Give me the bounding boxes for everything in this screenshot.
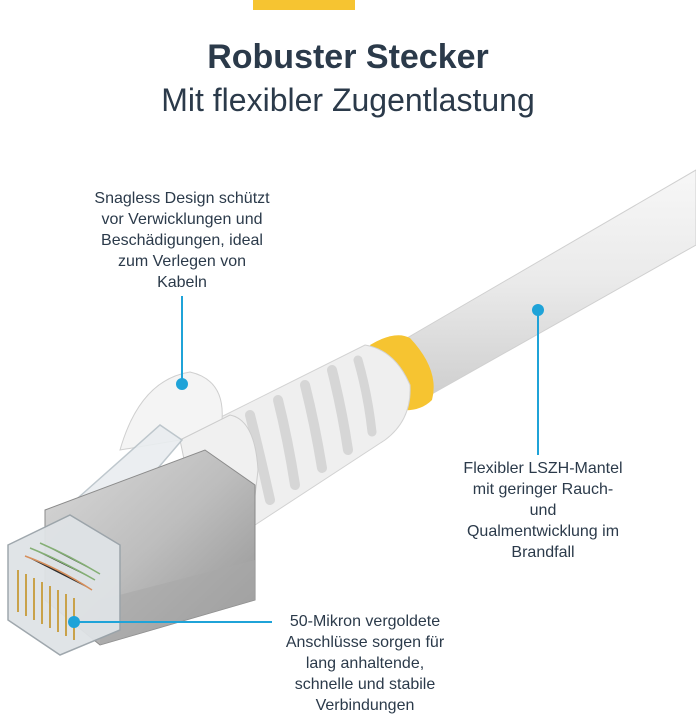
page-title: Robuster Stecker [207, 38, 489, 76]
callout-line: Snagless Design schützt [94, 190, 270, 207]
callout-line: 50-Mikron vergoldete [289, 613, 441, 630]
callout-line: Verbindungen [315, 697, 415, 714]
cable-jacket [394, 169, 696, 396]
callout-line: zum Verlegen von [117, 253, 247, 270]
callout-line: vor Verwicklungen und [101, 211, 263, 228]
callout-line: schnelle und stabile [294, 676, 436, 693]
callout-line: Qualmentwicklung im [466, 523, 620, 540]
callout-contacts-pointer [68, 616, 272, 628]
callout-line: lang anhaltende, [305, 655, 425, 672]
callout-snagless-text: Snagless Design schützt vor Verwicklunge… [72, 188, 292, 293]
callout-line: Flexibler LSZH-Mantel [463, 460, 623, 477]
page-subtitle: Mit flexibler Zugentlastung [161, 82, 535, 118]
callout-line: Brandfall [511, 544, 575, 561]
callout-contacts-text: 50-Mikron vergoldete Anschlüsse sorgen f… [270, 611, 460, 716]
callout-jacket-pointer [532, 304, 544, 455]
callout-line: Beschädigungen, ideal [101, 232, 263, 249]
callout-line: Kabeln [157, 274, 207, 291]
callout-jacket-text: Flexibler LSZH-Mantel mit geringer Rauch… [448, 458, 638, 563]
top-accent-bar [253, 0, 355, 10]
callout-snagless-pointer [176, 296, 188, 390]
plug-contacts [7, 514, 121, 656]
callout-line: Anschlüsse sorgen für [285, 634, 445, 651]
callout-line: mit geringer Rauch- [472, 481, 614, 498]
callout-line: und [529, 502, 557, 519]
